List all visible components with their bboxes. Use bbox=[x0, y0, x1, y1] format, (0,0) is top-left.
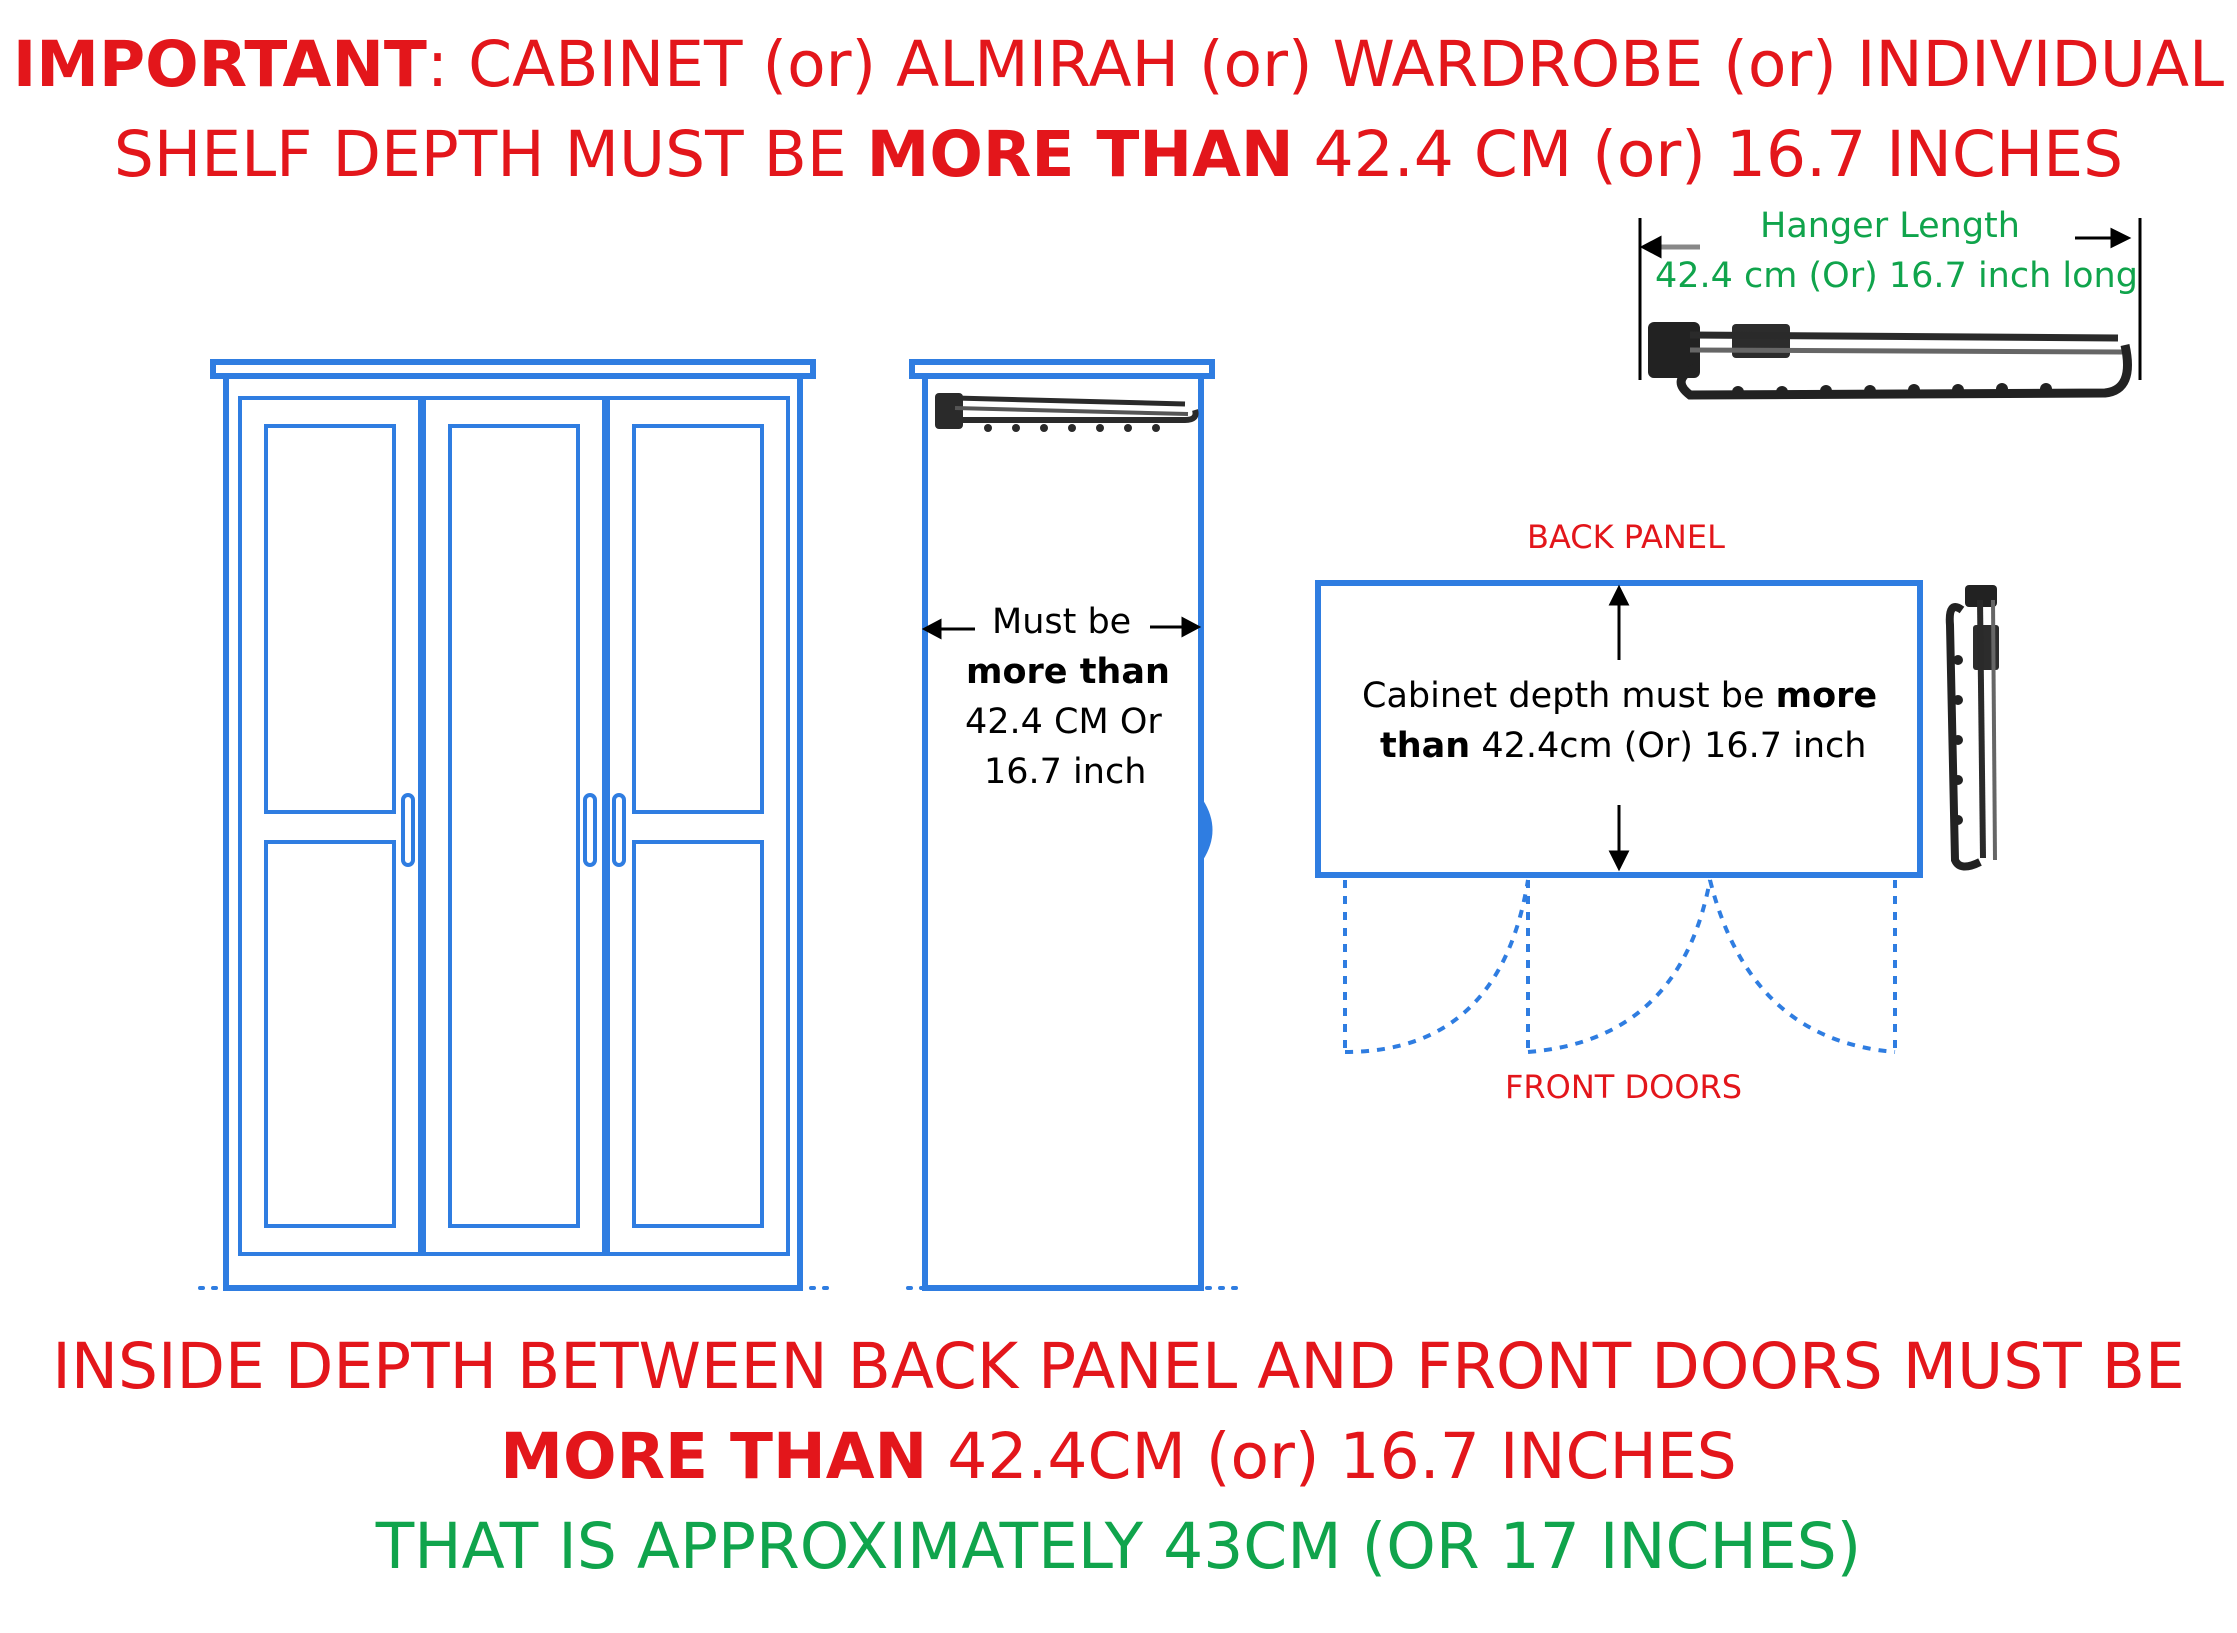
cabinet-depth-post: 42.4cm (Or) 16.7 inch bbox=[1470, 726, 1867, 766]
footer-more-than: MORE THAN bbox=[500, 1420, 928, 1493]
important-label: IMPORTANT bbox=[12, 28, 427, 101]
door-handle bbox=[401, 793, 415, 867]
cabinet-depth-pre: Cabinet depth must be bbox=[1362, 676, 1776, 716]
footer-line-2: MORE THAN 42.4CM (or) 16.7 INCHES bbox=[0, 1420, 2237, 1493]
middle-door bbox=[422, 396, 606, 1256]
top-view-depth-arrows bbox=[1608, 584, 1630, 872]
left-door bbox=[238, 396, 422, 1256]
wardrobe-front-drawing bbox=[198, 359, 832, 1291]
side-inch-value: 16.7 inch bbox=[984, 752, 1147, 792]
side-more-than: more than bbox=[966, 652, 1170, 692]
footer-line-1: INSIDE DEPTH BETWEEN BACK PANEL AND FRON… bbox=[52, 1330, 2185, 1403]
heading-line-2: SHELF DEPTH MUST BE MORE THAN 42.4 CM (o… bbox=[0, 118, 2237, 191]
side-depth-arrows bbox=[921, 616, 1202, 640]
heading-line-1-text: : CABINET (or) ALMIRAH (or) WARDROBE (or… bbox=[426, 28, 2225, 101]
right-door bbox=[606, 396, 790, 1256]
side-body bbox=[922, 373, 1204, 1291]
heading-more-than: MORE THAN bbox=[866, 118, 1294, 191]
hanger-length-arrows bbox=[1639, 227, 2132, 259]
heading-line-1: IMPORTANT: CABINET (or) ALMIRAH (or) WAR… bbox=[0, 28, 2237, 101]
wardrobe-body bbox=[223, 373, 803, 1291]
footer-line-2-text: 42.4CM (or) 16.7 INCHES bbox=[927, 1420, 1737, 1493]
side-must-be: Must be bbox=[992, 602, 1132, 642]
cabinet-outline bbox=[1315, 580, 1923, 878]
hanger-length-value: 42.4 cm (Or) 16.7 inch long bbox=[1655, 256, 2138, 296]
door-handle bbox=[612, 793, 626, 867]
heading-line-2-post: 42.4 CM (or) 16.7 INCHES bbox=[1293, 118, 2124, 191]
cabinet-top-view bbox=[1315, 580, 1999, 1054]
vertical-hanger-rail-icon bbox=[1945, 585, 1999, 871]
side-hanger-rail-icon bbox=[935, 393, 1199, 432]
front-doors-label: FRONT DOORS bbox=[1505, 1068, 1743, 1106]
heading-line-2-pre: SHELF DEPTH MUST BE bbox=[113, 118, 867, 191]
wardrobe-side-drawing bbox=[906, 359, 1240, 1291]
cabinet-depth-line-2: than 42.4cm (Or) 16.7 inch bbox=[1380, 726, 1866, 766]
cabinet-depth-than: than bbox=[1380, 726, 1471, 766]
footer-line-3: THAT IS APPROXIMATELY 43CM (OR 17 INCHES… bbox=[375, 1510, 1862, 1583]
door-swing-arcs bbox=[1343, 879, 1897, 1054]
door-handle bbox=[583, 793, 597, 867]
pull-out-hanger-rail-image bbox=[1638, 218, 2142, 400]
side-handle bbox=[1203, 800, 1213, 860]
cabinet-depth-more: more bbox=[1775, 676, 1878, 716]
hanger-length-label: Hanger Length bbox=[1760, 206, 2020, 246]
cabinet-depth-line-1: Cabinet depth must be more bbox=[1362, 676, 1877, 716]
back-panel-label: BACK PANEL bbox=[1527, 518, 1725, 556]
side-cm-value: 42.4 CM Or bbox=[965, 702, 1162, 742]
